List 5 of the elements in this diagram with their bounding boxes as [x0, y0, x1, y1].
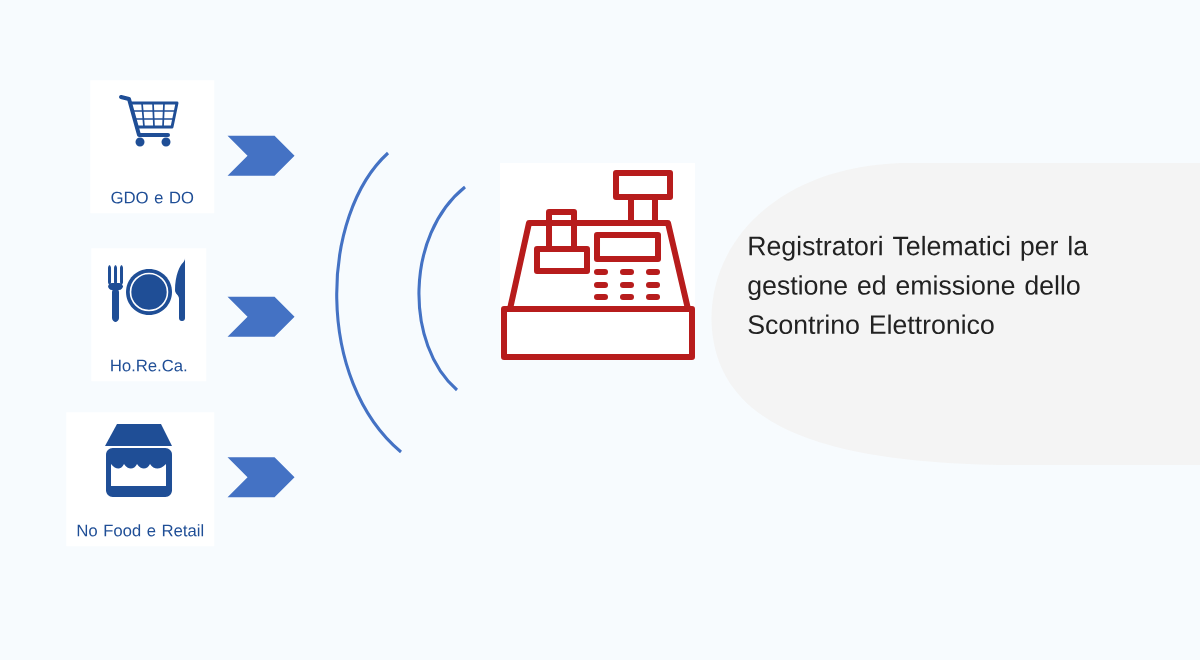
text-panel: Registratori Telematici per la gestione ed emissione dello Scontrino Elettronico: [711, 163, 1200, 465]
chevron-arrow: [227, 457, 295, 498]
category-card: GDO e DO: [90, 80, 215, 214]
chevron-arrow: [227, 296, 295, 337]
chevron-arrow: [227, 135, 295, 176]
